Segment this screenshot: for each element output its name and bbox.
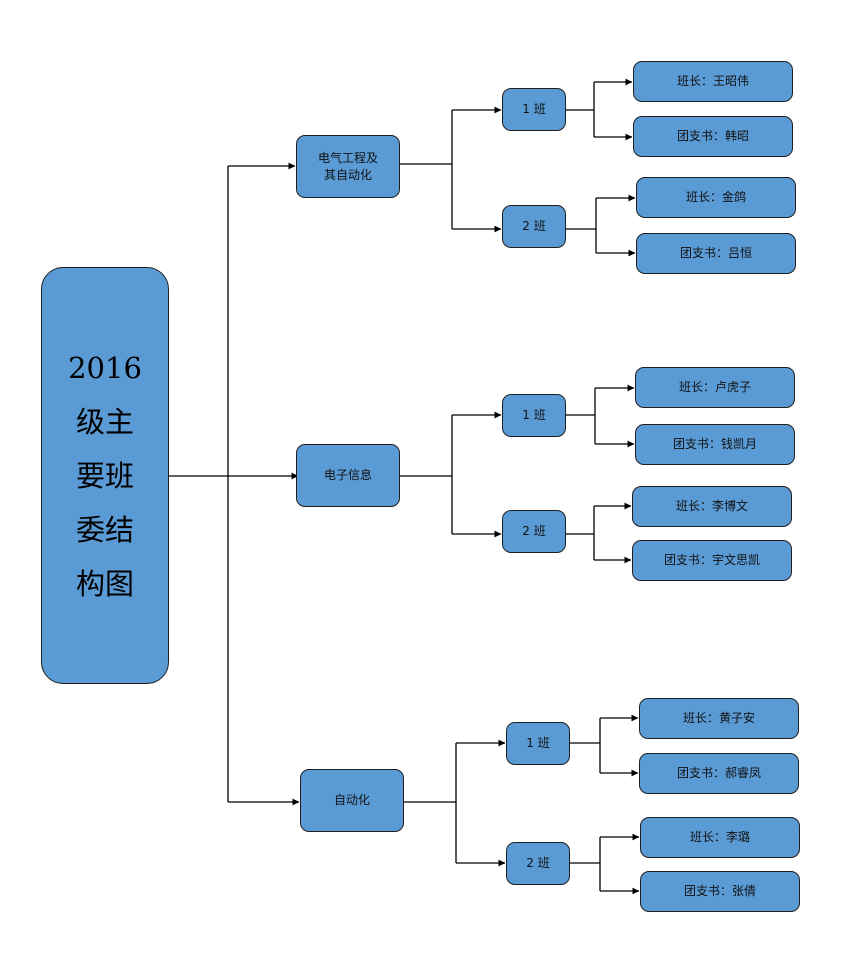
member-label: 班长：黄子安 <box>682 711 755 725</box>
major-label: 电子信息 <box>323 468 372 482</box>
member-label: 班长：金鸽 <box>685 190 746 204</box>
member-label: 团支书：郝睿凤 <box>676 766 761 780</box>
class-box-electrical-2: 2 班 <box>502 205 566 248</box>
class-box-electronic-2: 2 班 <box>502 510 566 553</box>
class-label: 2 班 <box>522 219 546 233</box>
member-box-monitor: 班长：黄子安 <box>639 698 799 739</box>
member-label: 团支书：宇文思凯 <box>663 553 760 567</box>
class-label: 1 班 <box>526 736 550 750</box>
member-label: 班长：王昭伟 <box>676 74 749 88</box>
member-label: 团支书：钱凯月 <box>672 437 757 451</box>
class-label: 2 班 <box>526 856 550 870</box>
class-label: 2 班 <box>522 524 546 538</box>
member-label: 班长：李璐 <box>689 830 750 844</box>
major-box-automation: 自动化 <box>300 769 404 832</box>
class-label: 1 班 <box>522 408 546 422</box>
member-box-monitor: 班长：王昭伟 <box>633 61 793 102</box>
major-label: 电气工程及 其自动化 <box>317 150 378 182</box>
member-box-monitor: 班长：金鸽 <box>636 177 796 218</box>
member-label: 团支书：张倩 <box>683 884 756 898</box>
major-box-electrical: 电气工程及 其自动化 <box>296 135 400 198</box>
class-box-electrical-1: 1 班 <box>502 88 566 131</box>
class-box-automation-1: 1 班 <box>506 722 570 765</box>
member-box-league-secretary: 团支书：韩昭 <box>633 116 793 157</box>
member-box-monitor: 班长：卢虎子 <box>635 367 795 408</box>
major-label: 自动化 <box>333 793 370 807</box>
class-label: 1 班 <box>522 102 546 116</box>
member-box-league-secretary: 团支书：张倩 <box>640 871 800 912</box>
major-box-electronic-info: 电子信息 <box>296 444 400 507</box>
root-title: 2016 级主 要班 委结 构图 <box>68 350 142 601</box>
member-label: 团支书：韩昭 <box>676 129 749 143</box>
member-box-league-secretary: 团支书：宇文思凯 <box>632 540 792 581</box>
class-box-electronic-1: 1 班 <box>502 394 566 437</box>
root-title-box: 2016 级主 要班 委结 构图 <box>41 267 169 684</box>
member-label: 团支书：吕恒 <box>679 246 752 260</box>
member-box-monitor: 班长：李博文 <box>632 486 792 527</box>
member-box-league-secretary: 团支书：郝睿凤 <box>639 753 799 794</box>
member-box-monitor: 班长：李璐 <box>640 817 800 858</box>
member-label: 班长：李博文 <box>675 499 748 513</box>
class-box-automation-2: 2 班 <box>506 842 570 885</box>
member-label: 班长：卢虎子 <box>678 380 751 394</box>
member-box-league-secretary: 团支书：吕恒 <box>636 233 796 274</box>
member-box-league-secretary: 团支书：钱凯月 <box>635 424 795 465</box>
